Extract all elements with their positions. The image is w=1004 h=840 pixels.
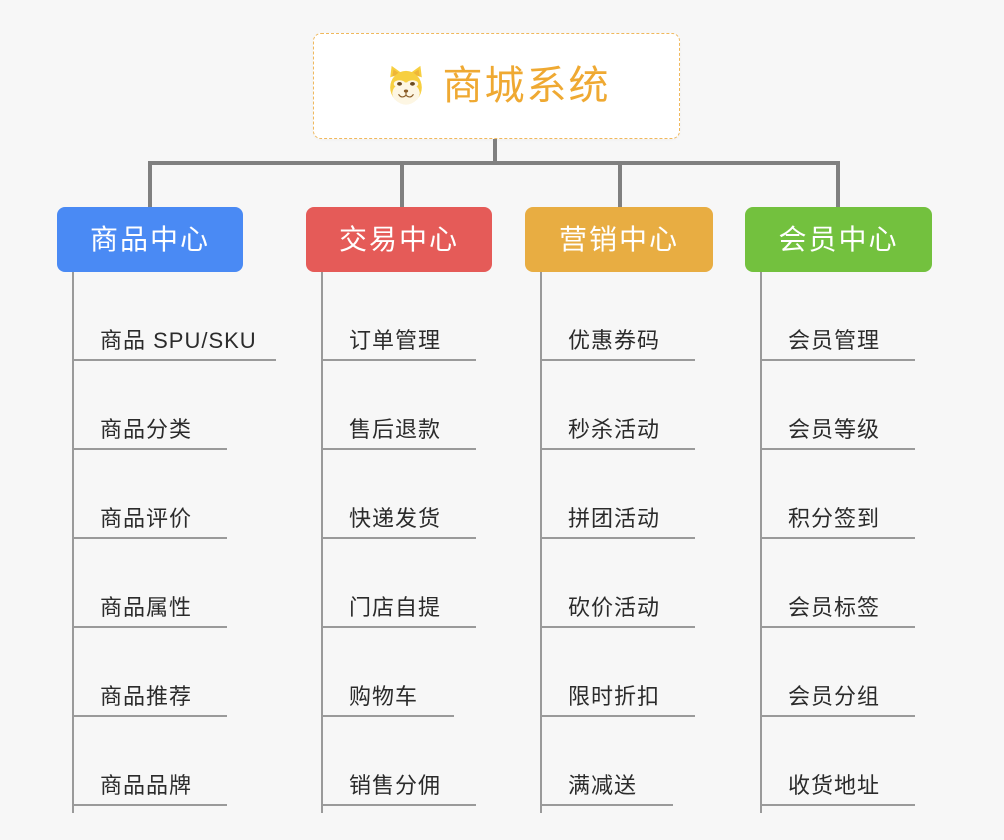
leaf-label: 商品品牌	[100, 773, 193, 798]
list-item[interactable]: 商品评价	[72, 450, 332, 539]
leaf-underline	[72, 537, 227, 539]
list-item[interactable]: 秒杀活动	[540, 361, 800, 450]
category-box-4[interactable]: 会员中心	[745, 207, 932, 272]
category-label-1: 商品中心	[89, 223, 210, 255]
list-item[interactable]: 积分签到	[760, 450, 1004, 539]
leaf-label: 秒杀活动	[568, 417, 661, 442]
list-item[interactable]: 收货地址	[760, 717, 1004, 806]
leaf-underline	[321, 804, 476, 806]
category-box-1[interactable]: 商品中心	[57, 207, 243, 272]
list-item[interactable]: 会员分组	[760, 628, 1004, 717]
list-item[interactable]: 拼团活动	[540, 450, 800, 539]
root-node-商城系统[interactable]: 商城系统	[313, 33, 680, 139]
category-box-2[interactable]: 交易中心	[306, 207, 492, 272]
connector-drop-4	[836, 161, 840, 207]
list-item[interactable]: 购物车	[321, 628, 581, 717]
leaf-label: 售后退款	[349, 417, 442, 442]
leaf-label: 商品属性	[100, 595, 193, 620]
leaf-list-2: 订单管理 售后退款 快递发货 门店自提 购物车 销售分佣	[321, 272, 581, 806]
list-item[interactable]: 商品 SPU/SKU	[72, 272, 332, 361]
leaf-underline	[321, 626, 476, 628]
leaf-label: 会员等级	[788, 417, 881, 442]
branch-spine-2	[321, 272, 323, 813]
leaf-label: 快递发货	[349, 506, 442, 531]
leaf-label: 商品推荐	[100, 684, 193, 709]
leaf-underline	[540, 626, 695, 628]
leaf-underline	[321, 537, 476, 539]
list-item[interactable]: 门店自提	[321, 539, 581, 628]
leaf-underline	[760, 626, 915, 628]
category-label-3: 营销中心	[558, 223, 679, 255]
leaf-label: 门店自提	[349, 595, 442, 620]
leaf-label: 销售分佣	[349, 773, 442, 798]
leaf-underline	[540, 537, 695, 539]
leaf-underline	[760, 359, 915, 361]
leaf-underline	[321, 715, 454, 717]
list-item[interactable]: 商品分类	[72, 361, 332, 450]
leaf-list-3: 优惠券码 秒杀活动 拼团活动 砍价活动 限时折扣 满减送	[540, 272, 800, 806]
list-item[interactable]: 满减送	[540, 717, 800, 806]
leaf-underline	[540, 448, 695, 450]
leaf-underline	[540, 359, 695, 361]
leaf-underline	[72, 448, 227, 450]
leaf-list-4: 会员管理 会员等级 积分签到 会员标签 会员分组 收货地址	[760, 272, 1004, 806]
leaf-underline	[760, 537, 915, 539]
leaf-label: 限时折扣	[568, 684, 661, 709]
leaf-label: 商品分类	[100, 417, 193, 442]
list-item[interactable]: 快递发货	[321, 450, 581, 539]
list-item[interactable]: 限时折扣	[540, 628, 800, 717]
leaf-label: 拼团活动	[568, 506, 661, 531]
leaf-underline	[760, 448, 915, 450]
list-item[interactable]: 会员标签	[760, 539, 1004, 628]
leaf-underline	[72, 715, 227, 717]
list-item[interactable]: 会员管理	[760, 272, 1004, 361]
connector-drop-1	[148, 161, 152, 207]
connector-bus	[148, 161, 840, 165]
category-label-2: 交易中心	[338, 223, 459, 255]
leaf-underline	[321, 359, 476, 361]
list-item[interactable]: 会员等级	[760, 361, 1004, 450]
connector-drop-3	[618, 161, 622, 207]
leaf-label: 收货地址	[788, 773, 881, 798]
branch-spine-1	[72, 272, 74, 813]
root-title: 商城系统	[442, 64, 611, 108]
list-item[interactable]: 商品推荐	[72, 628, 332, 717]
leaf-label: 订单管理	[349, 328, 442, 353]
category-label-4: 会员中心	[778, 223, 899, 255]
leaf-label: 会员管理	[788, 328, 881, 353]
leaf-label: 购物车	[349, 684, 419, 709]
leaf-label: 满减送	[568, 773, 638, 798]
list-item[interactable]: 售后退款	[321, 361, 581, 450]
leaf-underline	[760, 804, 915, 806]
category-box-3[interactable]: 营销中心	[525, 207, 713, 272]
leaf-underline	[540, 715, 695, 717]
leaf-underline	[540, 804, 673, 806]
leaf-label: 积分签到	[788, 506, 881, 531]
leaf-underline	[72, 626, 227, 628]
connector-root-stem	[493, 139, 497, 164]
leaf-underline	[760, 715, 915, 717]
leaf-underline	[72, 359, 276, 361]
leaf-label: 优惠券码	[568, 328, 661, 353]
list-item[interactable]: 优惠券码	[540, 272, 800, 361]
list-item[interactable]: 销售分佣	[321, 717, 581, 806]
list-item[interactable]: 商品属性	[72, 539, 332, 628]
leaf-underline	[321, 448, 476, 450]
list-item[interactable]: 商品品牌	[72, 717, 332, 806]
leaf-label: 商品评价	[100, 506, 193, 531]
connector-drop-2	[400, 161, 404, 207]
branch-spine-4	[760, 272, 762, 813]
leaf-label: 会员分组	[788, 684, 881, 709]
leaf-list-1: 商品 SPU/SKU 商品分类 商品评价 商品属性 商品推荐 商品品牌	[72, 272, 332, 806]
branch-spine-3	[540, 272, 542, 813]
leaf-underline	[72, 804, 227, 806]
list-item[interactable]: 订单管理	[321, 272, 581, 361]
leaf-label: 商品 SPU/SKU	[100, 328, 257, 353]
list-item[interactable]: 砍价活动	[540, 539, 800, 628]
leaf-label: 砍价活动	[568, 595, 661, 620]
leaf-label: 会员标签	[788, 595, 881, 620]
shiba-dog-face-icon	[389, 65, 422, 105]
